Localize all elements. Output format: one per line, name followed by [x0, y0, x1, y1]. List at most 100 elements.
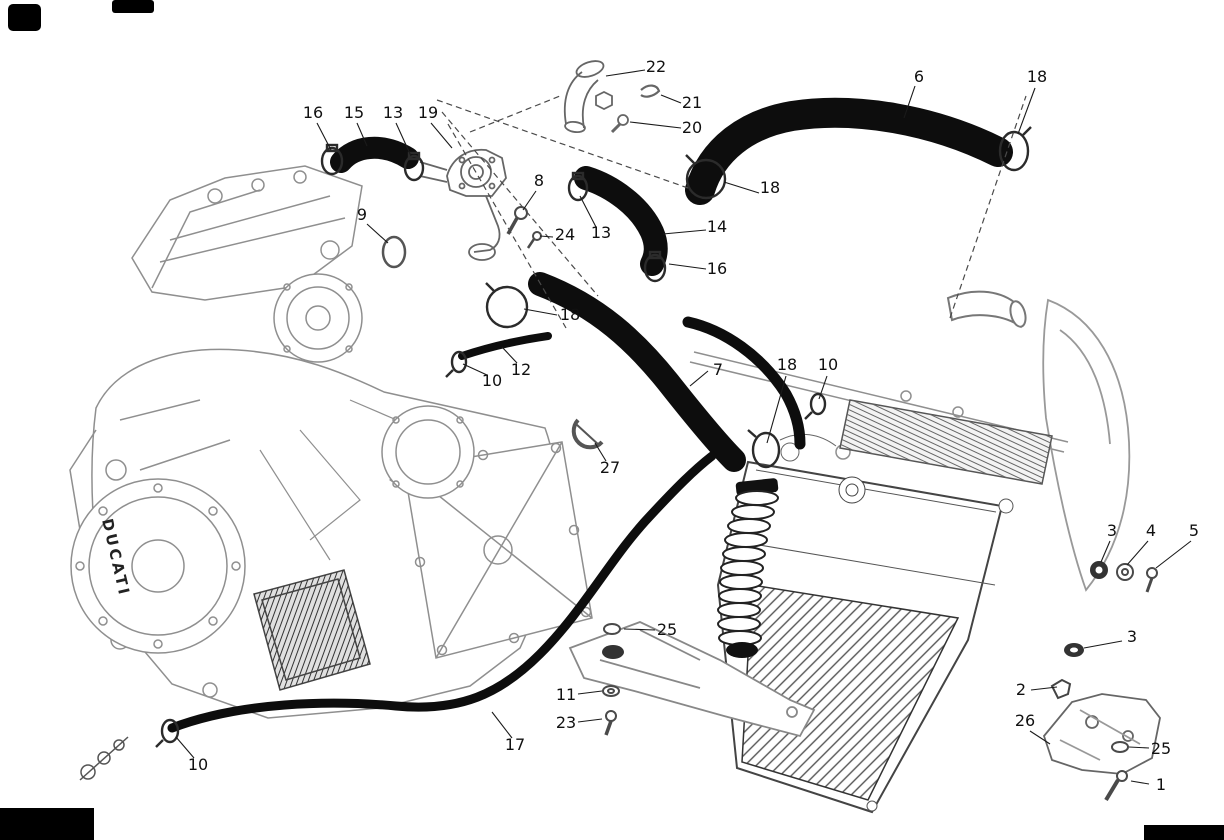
leader-line	[629, 121, 682, 129]
callout-label: 18	[777, 355, 797, 374]
leader-line	[539, 235, 554, 238]
clamps-and-fasteners	[155, 126, 1158, 802]
callout-label: 3	[1127, 627, 1137, 646]
callout-label: 10	[818, 355, 838, 374]
leader-line	[1029, 730, 1051, 745]
cylinder-opening-rear	[381, 405, 475, 499]
radiator-cap	[838, 476, 866, 504]
callout-label: 24	[555, 225, 575, 244]
leader-line	[689, 370, 709, 387]
leader-line	[491, 711, 513, 739]
screw-5	[1145, 567, 1158, 593]
leader-line	[1100, 540, 1111, 563]
clamp-13-a	[403, 151, 425, 182]
o-ring-9	[381, 235, 407, 269]
leader-line	[366, 223, 389, 244]
leader-line	[766, 375, 787, 444]
callout-label: 21	[682, 93, 702, 112]
leader-line	[594, 442, 607, 462]
callout-label: 13	[591, 223, 611, 242]
callout-label: 11	[556, 685, 576, 704]
clamp-18-b	[485, 282, 529, 329]
clip-27	[571, 418, 604, 450]
leader-line	[430, 122, 453, 149]
callout-label: 15	[344, 103, 364, 122]
leader-line	[579, 195, 597, 228]
dashed-line	[469, 95, 561, 133]
leader-line	[1030, 686, 1058, 691]
engine-line-art	[69, 165, 593, 781]
clamp-10-b	[804, 392, 827, 420]
hose-6	[685, 97, 1013, 205]
callout-label: 18	[1027, 67, 1047, 86]
callout-label: 25	[1151, 739, 1171, 758]
clutch-cover	[70, 478, 246, 654]
callout-label: 8	[534, 171, 544, 190]
hose-15	[330, 136, 419, 173]
hose-radiator-top	[682, 316, 806, 450]
callout-labels: 22 21 20 6 18 16 15 13 19 8 13 14 18 9 2…	[188, 57, 1199, 794]
callout-label: 19	[418, 103, 438, 122]
leader-line	[903, 85, 916, 119]
bolt-23	[604, 710, 617, 736]
upper-cooler-core	[839, 399, 1053, 485]
callout-label: 6	[914, 67, 924, 86]
dashed-line	[447, 123, 567, 329]
callout-label: 9	[357, 205, 367, 224]
callout-label: 20	[682, 118, 702, 137]
leader-line	[660, 94, 682, 104]
clamp-18-d	[998, 126, 1032, 172]
radiator-assembly	[716, 433, 1014, 814]
leader-line	[662, 229, 707, 235]
cylinder-opening-front	[273, 273, 363, 363]
hose-12	[458, 332, 552, 360]
clamp-18-a	[685, 154, 727, 200]
thermostat-assembly	[419, 148, 507, 261]
frame-and-fairing-art	[689, 290, 1131, 592]
leader-line	[175, 736, 195, 759]
leader-line	[1130, 780, 1150, 785]
washer-11	[602, 685, 620, 697]
hose-17	[167, 451, 717, 733]
corner-mark	[112, 0, 154, 13]
washer-25-b	[1111, 741, 1129, 753]
leader-line	[523, 308, 558, 316]
clip-2	[1050, 678, 1072, 700]
rubber-mount	[602, 645, 624, 659]
leader-line	[1128, 746, 1150, 749]
clamp-13-b	[567, 171, 589, 202]
clip-21	[640, 84, 661, 98]
leader-line	[356, 122, 368, 147]
callout-label: 10	[482, 371, 502, 390]
corner-mark	[8, 4, 41, 31]
bolt-1	[1104, 770, 1128, 802]
bolt-24	[526, 231, 542, 249]
bracket-26	[1042, 693, 1161, 775]
dashed-line	[436, 99, 689, 189]
leader-line	[522, 190, 537, 211]
clamp-16-a	[320, 143, 344, 176]
leader-line	[1017, 87, 1036, 135]
water-pipe-assembly	[563, 60, 661, 134]
clamp-18-c	[747, 429, 781, 469]
leader-line	[1126, 540, 1149, 566]
callout-label: 18	[760, 178, 780, 197]
callout-label: 16	[303, 103, 323, 122]
callout-label: 13	[383, 103, 403, 122]
leader-lines	[175, 69, 1192, 785]
bolt-8	[506, 206, 528, 235]
callout-label: 17	[505, 735, 525, 754]
leader-line	[623, 628, 656, 631]
leader-line	[577, 718, 603, 723]
dashed-construction-lines	[436, 95, 1027, 329]
callout-label: 26	[1015, 711, 1035, 730]
callout-label: 4	[1146, 521, 1156, 540]
washer-4	[1116, 563, 1134, 581]
callout-label: 7	[713, 360, 723, 379]
callout-label: 14	[707, 217, 727, 236]
hose-7	[528, 272, 746, 472]
clamp-10-a	[445, 350, 468, 378]
callout-label: 23	[556, 713, 576, 732]
callout-label: 25	[657, 620, 677, 639]
dashed-line	[949, 95, 1027, 319]
